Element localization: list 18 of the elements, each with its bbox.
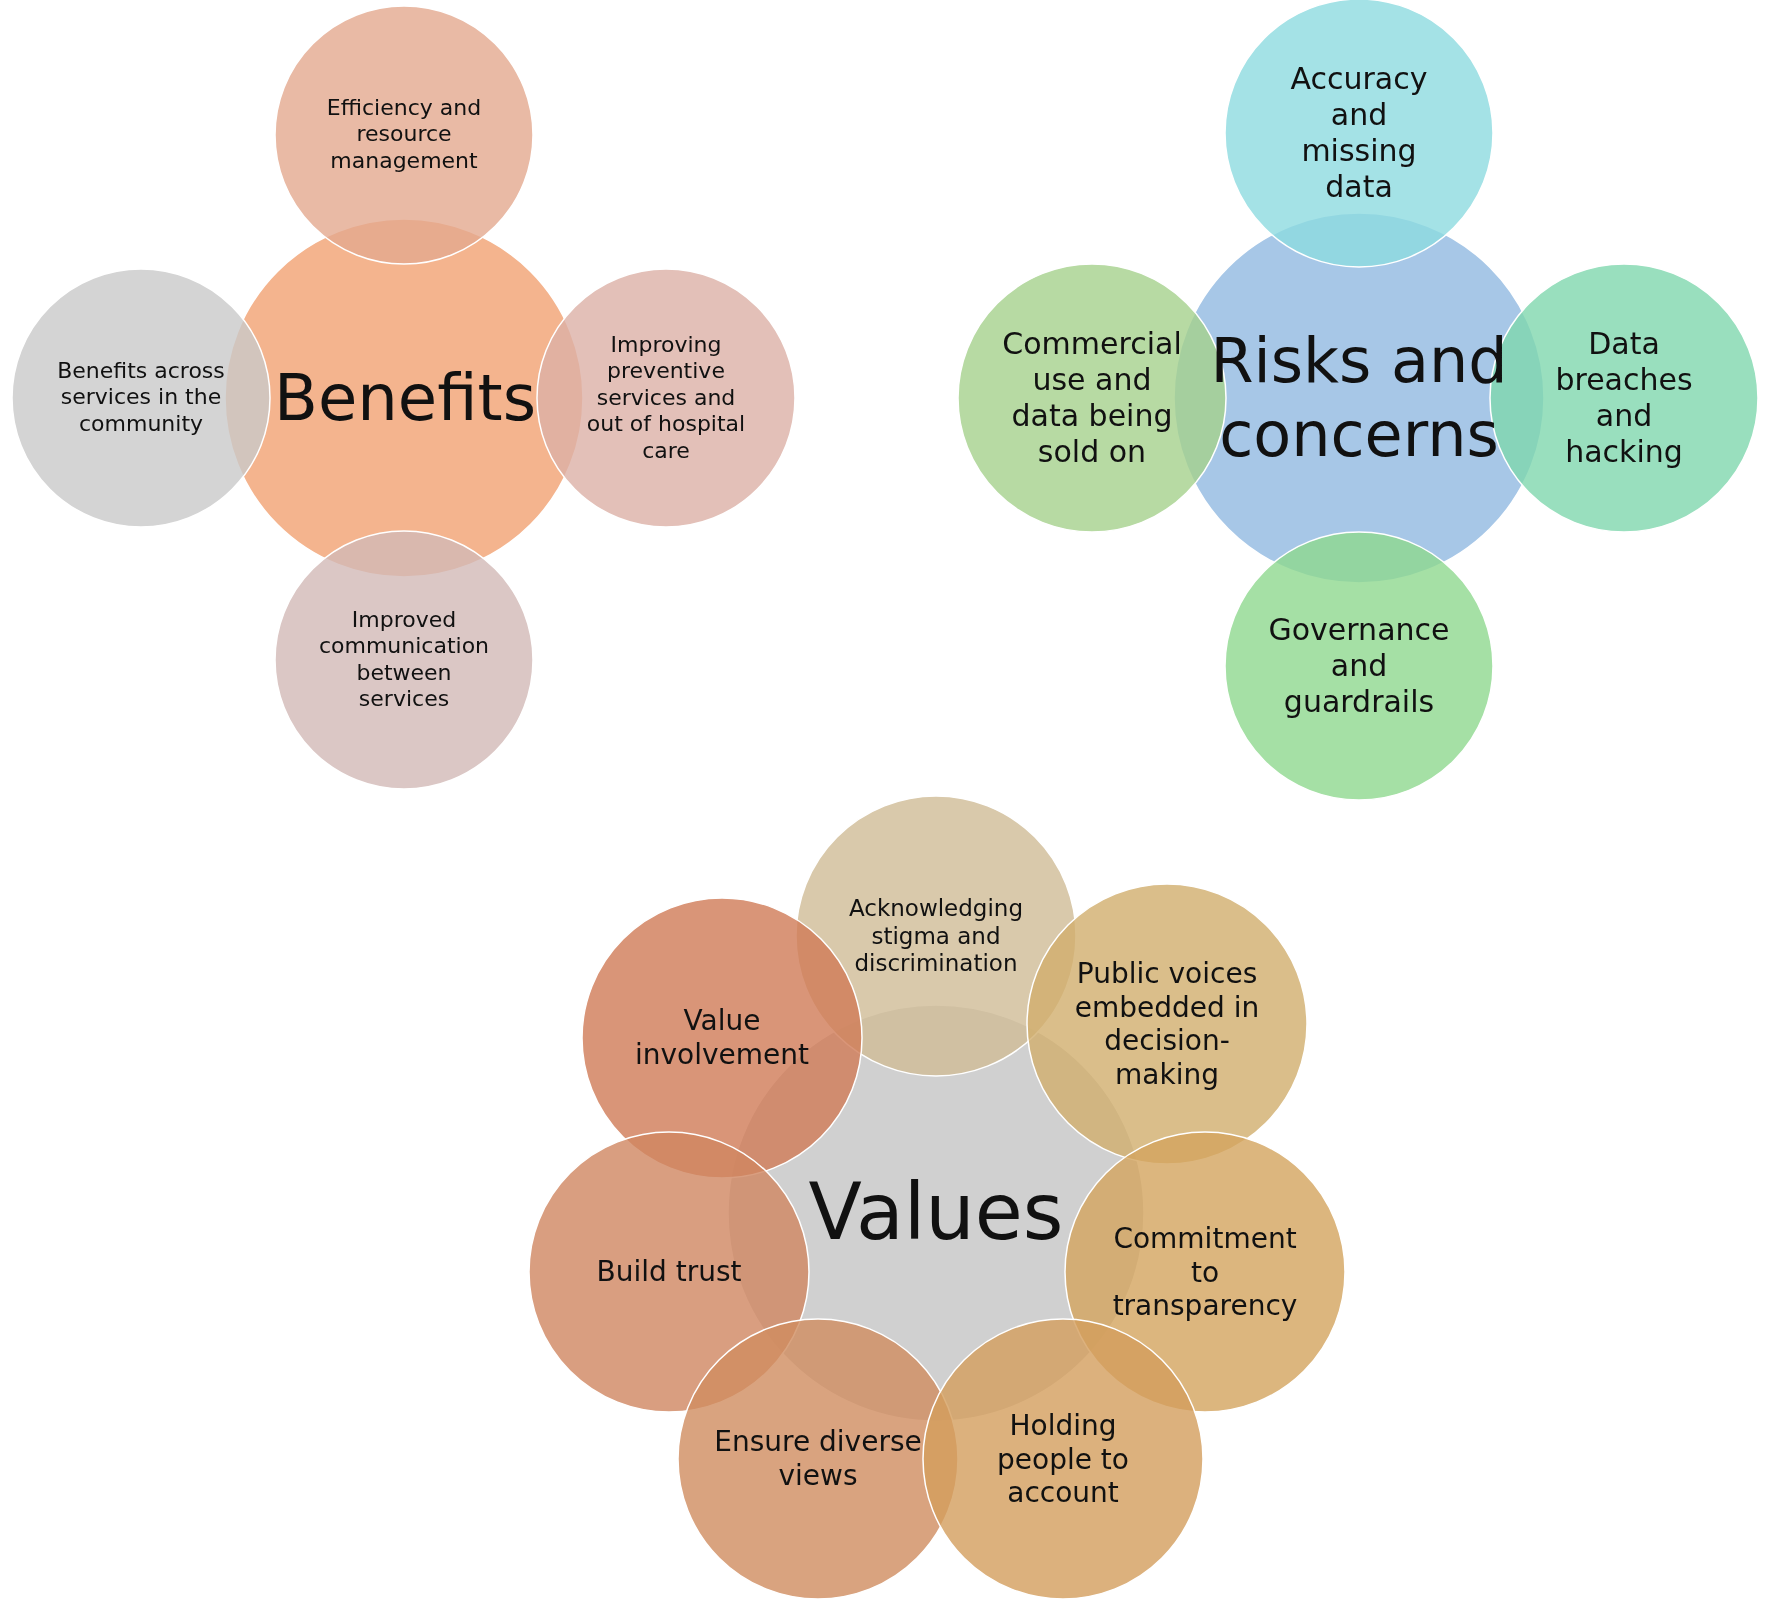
circle-label: Public voices embedded in decision-making — [1073, 956, 1261, 1092]
circle-label: Commercial use and data being sold on — [1002, 326, 1182, 470]
circle-label: Build trust — [595, 1255, 743, 1289]
circle-label: Governance and guardrails — [1267, 612, 1451, 720]
circle-label: Accuracy and missing data — [1289, 61, 1429, 205]
circle-label: Acknowledging stigma and discrimination — [847, 894, 1025, 978]
circle-label: Data breaches and hacking — [1554, 326, 1694, 470]
circle-label: Improving preventive services and out of hospital care — [585, 332, 747, 464]
circle-label: Benefits — [274, 359, 534, 437]
circle-label: Value involvement — [634, 1004, 810, 1072]
circle-label: Holding people to account — [996, 1408, 1130, 1510]
circle-label: Risks and concerns — [1209, 323, 1509, 473]
circle-label: Commitment to transparency — [1111, 1221, 1299, 1323]
circle-label: Benefits across services in the community — [56, 358, 226, 438]
circle-label: Values — [807, 1166, 1065, 1260]
circle-label: Improved communication between services — [317, 607, 491, 713]
circle-label: Efficiency and resource management — [325, 95, 483, 175]
circle-label: Ensure diverse views — [713, 1425, 923, 1493]
